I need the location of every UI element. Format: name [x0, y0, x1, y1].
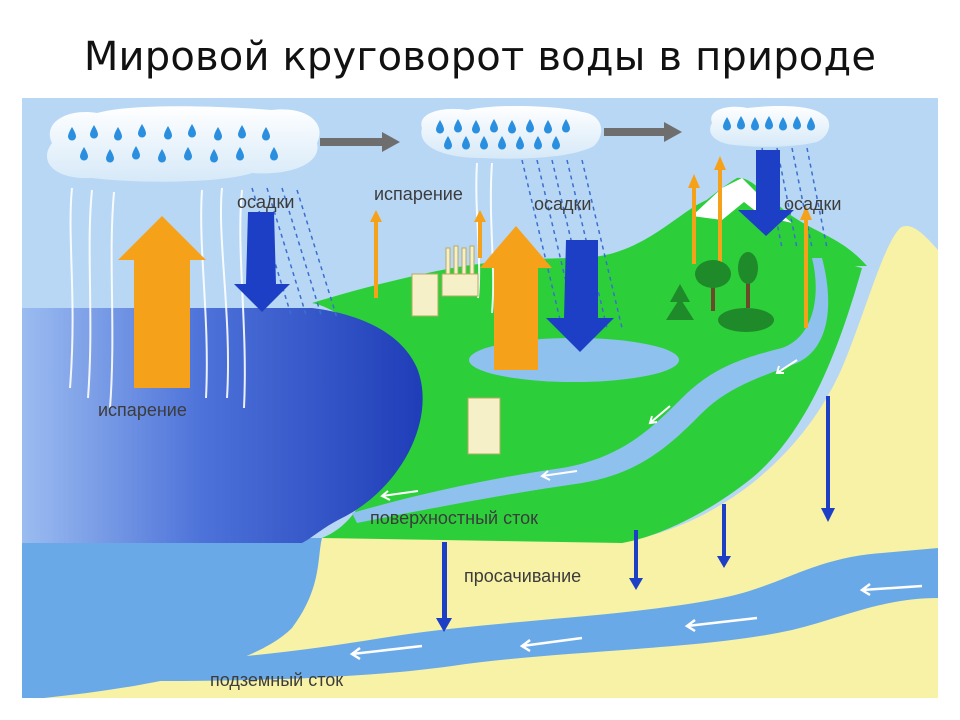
cloud-movement-arrow	[320, 132, 400, 152]
cloud-small	[710, 106, 830, 147]
label-precipitation-land: осадки	[534, 194, 591, 214]
river	[352, 258, 829, 523]
evaporation-arrow-lake	[480, 226, 552, 370]
transpiration-arrows	[370, 156, 812, 328]
flow-arrow	[684, 616, 758, 633]
label-seepage: просачивание	[464, 566, 581, 586]
flow-arrow-head	[775, 365, 784, 374]
flow-arrow	[381, 490, 419, 497]
factory-chimneys	[445, 245, 475, 275]
flow-arrow	[541, 470, 578, 477]
label-underground-runoff: подземный сток	[210, 670, 343, 690]
page-title: Мировой круговорот воды в природе	[83, 34, 877, 80]
flow-arrow	[776, 359, 798, 374]
label-evaporation-land: испарение	[374, 184, 463, 204]
flow-arrow-head	[380, 490, 391, 501]
cloud-large	[46, 106, 320, 182]
flow-arrow	[859, 583, 923, 597]
sea	[22, 308, 423, 543]
cloud-movement-arrow	[604, 122, 682, 142]
label-precipitation-mountain: осадки	[784, 194, 841, 214]
precipitation-arrow-sea	[234, 212, 290, 312]
seepage-arrows	[436, 396, 835, 632]
label-evaporation-sea: испарение	[98, 400, 187, 420]
buildings	[411, 273, 501, 455]
trees	[666, 252, 774, 332]
precipitation-arrow-mountain	[738, 150, 794, 236]
cloud-medium	[421, 105, 602, 159]
water-cycle-diagram: осадки испарение осадки осадки испарение…	[22, 98, 938, 698]
flow-arrow-head	[540, 470, 551, 481]
underground-stream	[62, 548, 938, 682]
flow-arrow	[649, 405, 671, 424]
evaporation-arrow-sea	[118, 216, 206, 388]
label-surface-runoff: поверхностный сток	[370, 508, 538, 528]
flow-arrow	[349, 644, 423, 661]
precipitation-arrow-land	[546, 240, 614, 352]
sand-hill	[642, 226, 938, 538]
flow-arrow-head	[648, 415, 658, 425]
label-precipitation-sea: осадки	[237, 192, 294, 212]
underground-flow-arrows	[349, 583, 923, 661]
flow-arrow	[519, 636, 583, 653]
river-flow-arrows	[380, 359, 798, 501]
rain-streaks-white	[69, 162, 495, 409]
